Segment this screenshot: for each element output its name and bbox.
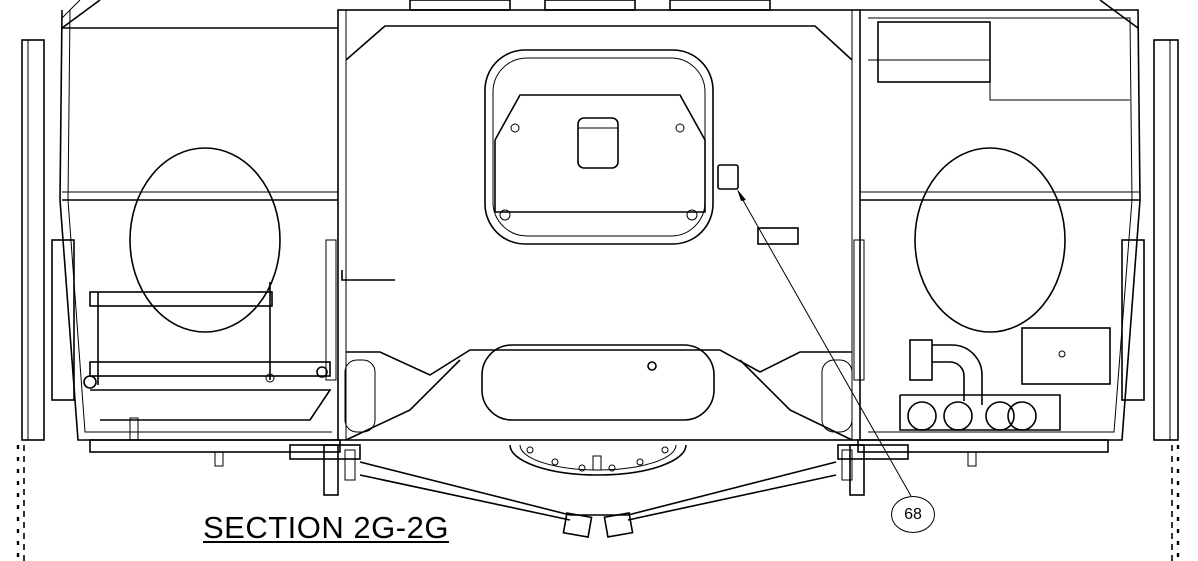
- right-porthole: [914, 147, 1066, 333]
- underside-frame: [89, 439, 1109, 539]
- bottom-flange: [509, 444, 687, 476]
- item-68-tag: [717, 164, 739, 190]
- right-compartment: [853, 0, 1145, 441]
- callout-balloon: 68: [891, 496, 935, 533]
- manway-cap: [577, 117, 619, 169]
- hopper-window: [481, 344, 715, 421]
- center-compartment: [337, 0, 861, 441]
- left-compartment: [51, 0, 338, 441]
- left-side-rail: [16, 39, 45, 561]
- callout-label: 68: [904, 505, 922, 523]
- section-title: SECTION 2G-2G: [203, 510, 449, 545]
- callout-68-leader: [737, 189, 912, 497]
- top-manway: [484, 49, 714, 245]
- right-side-rail: [1153, 39, 1180, 561]
- left-porthole: [129, 147, 281, 333]
